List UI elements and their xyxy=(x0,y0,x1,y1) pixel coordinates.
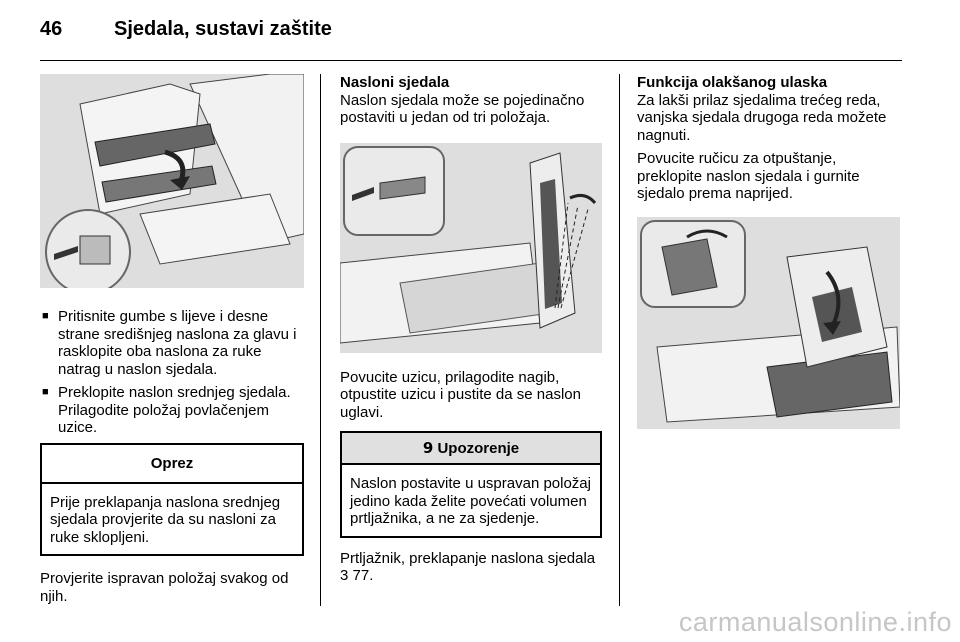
list-item: ■Preklopite naslon srednjeg sjedala. Pri… xyxy=(42,384,291,436)
section-heading: Funkcija olakšanog ulaska xyxy=(637,74,828,91)
column-divider-1 xyxy=(320,74,321,606)
column-2: Nasloni sjedala Naslon sjedala može se p… xyxy=(340,74,602,585)
page-number: 46 xyxy=(40,18,63,40)
warning-title: 9 Upozorenje xyxy=(342,433,600,465)
section-heading: Nasloni sjedala xyxy=(340,74,450,91)
cross-reference: Prtljažnik, preklapanje naslona sjedala … xyxy=(340,550,602,585)
column-3: Funkcija olakšanog ulaska Za lakši prila… xyxy=(637,74,900,429)
warning-box: 9 Upozorenje Naslon postavite u uspravan… xyxy=(340,431,602,538)
column-divider-2 xyxy=(619,74,620,606)
adjust-paragraph: Povucite uzicu, prilagodite nagib, otpus… xyxy=(340,368,581,421)
seatback-illustration xyxy=(340,142,602,353)
warning-text: Naslon postavite u uspravan položaj jedi… xyxy=(350,475,591,527)
instruction-list: ■Pritisnite gumbe s lijeve i desne stran… xyxy=(40,308,304,437)
caution-text: Prije preklapanja naslona srednjeg sjeda… xyxy=(50,493,281,546)
cross-reference-text: Prtljažnik, preklapanje naslona sjedala xyxy=(340,549,596,567)
header-rule xyxy=(40,60,902,61)
list-item-text: Pritisnite gumbe s lijeve i desne strane… xyxy=(58,308,297,378)
page-header: 46 Sjedala, sustavi zaštite xyxy=(40,18,332,41)
cross-reference-page[interactable]: 77. xyxy=(352,567,374,584)
check-paragraph: Provjerite ispravan položaj svakog od nj… xyxy=(40,570,289,605)
list-item: ■Pritisnite gumbe s lijeve i desne stran… xyxy=(42,308,297,378)
warning-icon: 9 xyxy=(422,439,434,457)
page-reference-icon: 3 xyxy=(340,567,349,584)
page-title: Sjedala, sustavi zaštite xyxy=(114,18,332,40)
intro-paragraph: Naslon sjedala može se pojedinačno posta… xyxy=(340,91,585,127)
armrest-illustration xyxy=(40,74,304,288)
list-item-text: Preklopite naslon srednjeg sjedala. Pril… xyxy=(58,384,291,436)
watermark: carmanualsonline.info xyxy=(678,607,952,637)
column-1: ■Pritisnite gumbe s lijeve i desne stran… xyxy=(40,74,304,605)
intro-paragraph: Za lakši prilaz sjedalima trećeg reda, v… xyxy=(637,91,887,144)
instruction-paragraph: Povucite ručicu za otpuštanje, preklopit… xyxy=(637,150,860,202)
easy-entry-illustration xyxy=(637,216,900,429)
caution-title: Oprez xyxy=(42,445,302,484)
warning-title-text: Upozorenje xyxy=(437,440,520,457)
caution-box: Oprez Prije preklapanja naslona srednjeg… xyxy=(40,442,304,556)
